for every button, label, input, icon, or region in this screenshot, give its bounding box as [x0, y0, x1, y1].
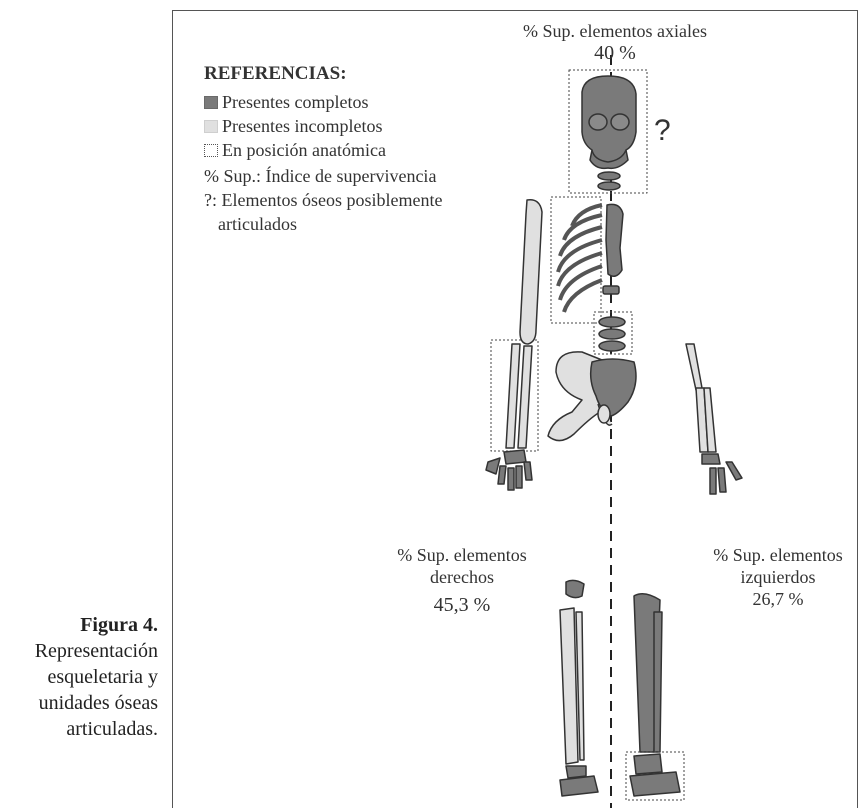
left-humerus [686, 344, 702, 390]
incomplete-swatch [204, 120, 218, 133]
cervical-2 [598, 182, 620, 190]
lumbar-2 [599, 317, 625, 327]
legend-articulated-line2: articulados [204, 212, 442, 236]
caption-figure-number: Figura 4. [0, 612, 158, 638]
caption-line3: unidades óseas [0, 690, 158, 716]
question-mark: ? [654, 114, 671, 148]
right-foot [560, 766, 598, 796]
caption-line1: Representación [0, 638, 158, 664]
caption-line4: articuladas. [0, 716, 158, 742]
left-acetabulum [598, 405, 610, 423]
right-ulna [506, 344, 520, 448]
right-humerus [520, 200, 542, 344]
legend-articulated-line1: ?: Elementos óseos posiblemente [204, 188, 442, 212]
lumbar-3 [599, 329, 625, 339]
left-label-line2: izquierdos [696, 566, 860, 588]
lumbar-1 [603, 286, 619, 294]
legend-incomplete-label: Presentes incompletos [222, 114, 382, 138]
right-orbit [611, 114, 629, 130]
left-fibula [654, 612, 662, 752]
lumbar-4 [599, 341, 625, 351]
axial-survival-label: % Sup. elementos axiales 40 % [490, 20, 740, 64]
right-tibia [560, 608, 578, 764]
left-percent: 26,7 % [696, 588, 860, 610]
complete-swatch [204, 96, 218, 109]
ribs [558, 205, 602, 312]
left-label-line1: % Sup. elementos [696, 544, 860, 566]
axial-label-text: % Sup. elementos axiales [490, 20, 740, 42]
right-survival-label: % Sup. elementos derechos 45,3 % [372, 544, 552, 616]
legend-title: REFERENCIAS: [204, 62, 442, 86]
legend-row-anatomical: En posición anatómica [204, 138, 442, 162]
caption-line2: esqueletaria y [0, 664, 158, 690]
left-foot [630, 754, 680, 796]
left-hand [702, 454, 742, 494]
cervical-1 [598, 172, 620, 180]
right-patella [566, 580, 584, 597]
legend-anatomical-label: En posición anatómica [222, 138, 386, 162]
right-percent: 45,3 % [372, 594, 552, 616]
axial-percent: 40 % [490, 42, 740, 64]
right-label-line2: derechos [372, 566, 552, 588]
legend-row-complete: Presentes completos [204, 90, 442, 114]
anatomical-swatch [204, 144, 218, 157]
sternum [606, 204, 623, 276]
legend-sup-index: % Sup.: Índice de supervivencia [204, 164, 442, 188]
right-label-line1: % Sup. elementos [372, 544, 552, 566]
legend: REFERENCIAS: Presentes completos Present… [204, 62, 442, 236]
left-survival-label: % Sup. elementos izquierdos 26,7 % [696, 544, 860, 610]
right-hand [486, 450, 532, 490]
legend-row-incomplete: Presentes incompletos [204, 114, 442, 138]
right-radius [518, 346, 532, 448]
left-orbit [589, 114, 607, 130]
legend-complete-label: Presentes completos [222, 90, 368, 114]
figure-caption: Figura 4. Representación esqueletaria y … [0, 612, 158, 742]
